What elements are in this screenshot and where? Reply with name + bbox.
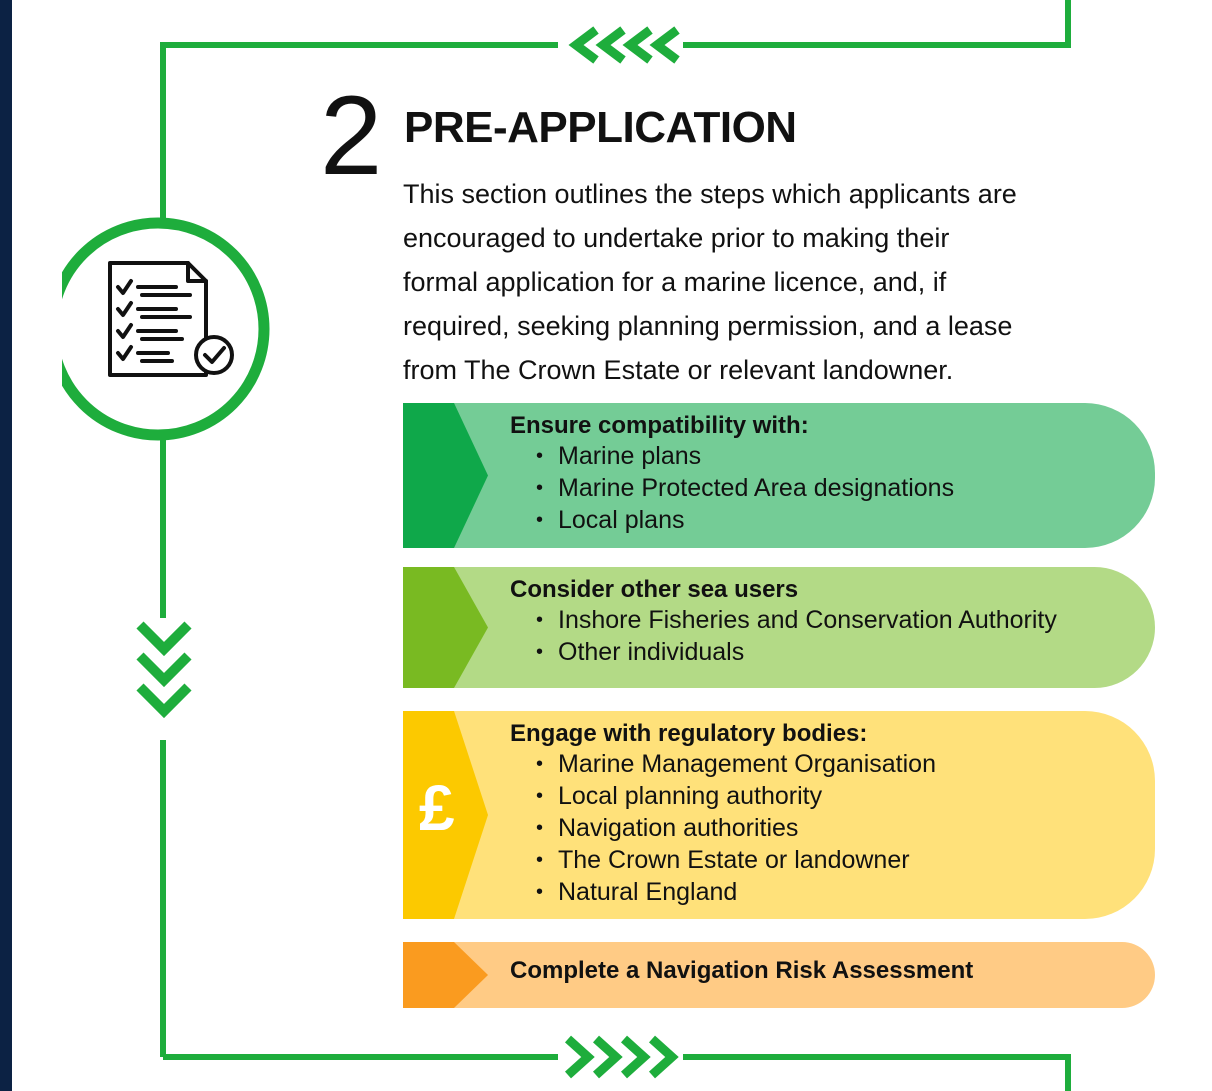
box-heading: Ensure compatibility with: — [510, 412, 809, 439]
list-item: Navigation authorities — [532, 812, 1135, 844]
diagram-canvas: 2 PRE-APPLICATION This section outlines … — [12, 0, 1212, 1091]
top-flow-line — [683, 0, 1071, 48]
chevron-right-icon — [564, 1035, 679, 1079]
box-arrow-stripe — [403, 942, 488, 1008]
flow-connectors — [136, 0, 1071, 1091]
section-title: PRE-APPLICATION — [404, 103, 797, 152]
step-number: 2 — [320, 73, 383, 198]
checklist-document-icon — [62, 217, 270, 441]
navigation-risk-box: Complete a Navigation Risk Assessment — [403, 942, 1155, 1008]
sea-users-box: Consider other sea users Inshore Fisheri… — [403, 567, 1155, 688]
intro-line: formal application for a marine licence,… — [403, 267, 947, 297]
list-item: Local plans — [532, 504, 1135, 536]
box-list: Inshore Fisheries and Conservation Autho… — [510, 604, 1135, 668]
list-item: Inshore Fisheries and Conservation Autho… — [532, 604, 1135, 636]
box-heading: Consider other sea users — [510, 576, 799, 603]
box-list: Marine plans Marine Protected Area desig… — [510, 440, 1135, 536]
intro-text: This section outlines the steps which ap… — [403, 172, 1163, 392]
pound-sign-icon: £ — [419, 772, 455, 844]
box-heading: Complete a Navigation Risk Assessment — [510, 957, 974, 984]
regulatory-bodies-box: £ Engage with regulatory bodies: Marine … — [403, 711, 1155, 919]
list-item: Other individuals — [532, 636, 1135, 668]
list-item: Marine plans — [532, 440, 1135, 472]
top-flow-line-left — [160, 42, 558, 218]
box-arrow-stripe — [403, 403, 488, 548]
box-arrow-stripe — [403, 567, 488, 688]
list-item: Marine Protected Area designations — [532, 472, 1135, 504]
bottom-flow-line-right — [683, 1054, 1071, 1091]
box-list: Marine Management Organisation Local pla… — [510, 748, 1135, 908]
box-heading: Engage with regulatory bodies: — [510, 720, 868, 747]
compatibility-box: Ensure compatibility with: Marine plans … — [403, 403, 1155, 548]
list-item: Marine Management Organisation — [532, 748, 1135, 780]
list-item: The Crown Estate or landowner — [532, 844, 1135, 876]
intro-line: encouraged to undertake prior to making … — [403, 223, 950, 253]
intro-line: from The Crown Estate or relevant landow… — [403, 355, 954, 385]
checkmark-circle-icon — [194, 335, 234, 375]
intro-line: This section outlines the steps which ap… — [403, 179, 1017, 209]
intro-line: required, seeking planning permission, a… — [403, 311, 1013, 341]
list-item: Natural England — [532, 876, 1135, 908]
chevron-down-icon — [136, 621, 192, 719]
chevron-left-icon — [568, 26, 680, 64]
list-item: Local planning authority — [532, 780, 1135, 812]
